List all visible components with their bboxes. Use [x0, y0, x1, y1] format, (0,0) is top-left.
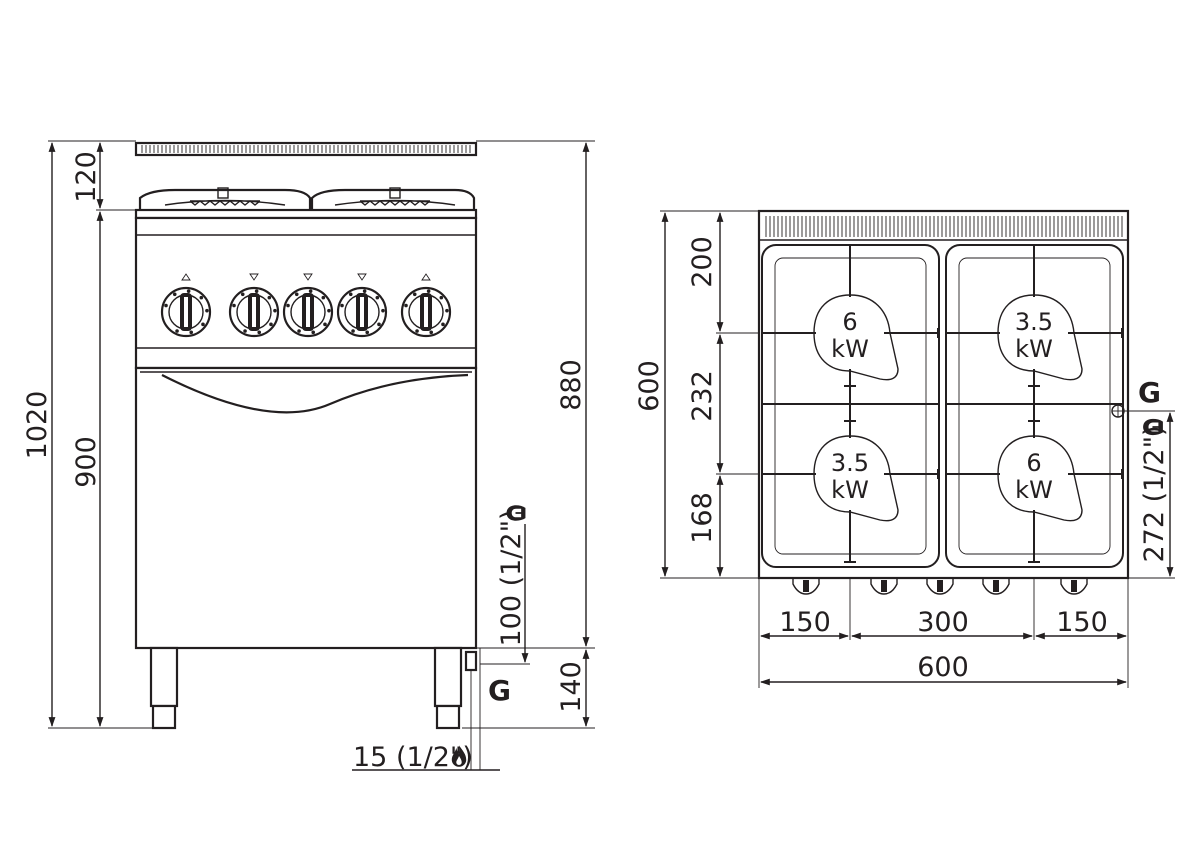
burner-unit: kW [1015, 476, 1053, 504]
burner: 3.5kW [761, 385, 939, 563]
dim-center-spacing: 300 [917, 607, 969, 638]
dim-body-height: 900 [71, 436, 102, 488]
front-vent-slots [141, 145, 471, 153]
dim-left-offset: 150 [779, 607, 831, 638]
burner-power: 3.5 [831, 449, 869, 477]
front-view: 1020 120 900 880 100 (1/2") 140 15 (1/2"… [22, 140, 595, 773]
top-knob-notches [792, 578, 1088, 595]
burner-unit: kW [831, 335, 869, 363]
control-knobs [160, 273, 452, 338]
control-knob [336, 273, 388, 338]
dim-total-height: 1020 [22, 391, 53, 460]
oven-door [134, 366, 478, 650]
control-knob [400, 273, 452, 338]
dim-row2-to-back: 168 [687, 492, 718, 544]
burner: 3.5kW [945, 244, 1123, 422]
gas-label-front: G [488, 674, 511, 707]
gas-label-top: G [1138, 376, 1161, 409]
knob-notch [982, 578, 1010, 595]
burner-unit: kW [1015, 335, 1053, 363]
dim-width: 600 [917, 652, 969, 683]
knob-notch [926, 578, 954, 595]
gas-pipe-stub [464, 650, 478, 672]
dim-right-height: 880 [556, 359, 587, 411]
control-knob [228, 273, 280, 338]
knob-notch [792, 578, 820, 595]
top-frame [757, 209, 1130, 580]
gas-connector-icon [506, 505, 526, 521]
burner-power: 6 [842, 308, 857, 336]
dim-right-offset: 150 [1056, 607, 1108, 638]
dim-gas-side: 272 (1/2") [1139, 425, 1170, 562]
top-vent-slots [765, 216, 1123, 237]
knob-notch [1060, 578, 1088, 595]
dim-gas-height: 100 (1/2") [496, 509, 527, 646]
dim-leg-height: 140 [556, 661, 587, 713]
front-leg-right [433, 646, 463, 708]
control-knob [282, 273, 334, 338]
burner-unit: kW [831, 476, 869, 504]
dim-depth: 600 [634, 360, 665, 412]
burner: 6kW [945, 385, 1123, 563]
dim-upper-height: 120 [71, 151, 102, 203]
front-leg-left [149, 646, 179, 708]
dim-row-spacing: 232 [687, 370, 718, 422]
dim-front-to-row1: 200 [687, 236, 718, 288]
control-knob [160, 273, 212, 338]
knob-notch [870, 578, 898, 595]
burner-power: 3.5 [1015, 308, 1053, 336]
burner-power: 6 [1026, 449, 1041, 477]
